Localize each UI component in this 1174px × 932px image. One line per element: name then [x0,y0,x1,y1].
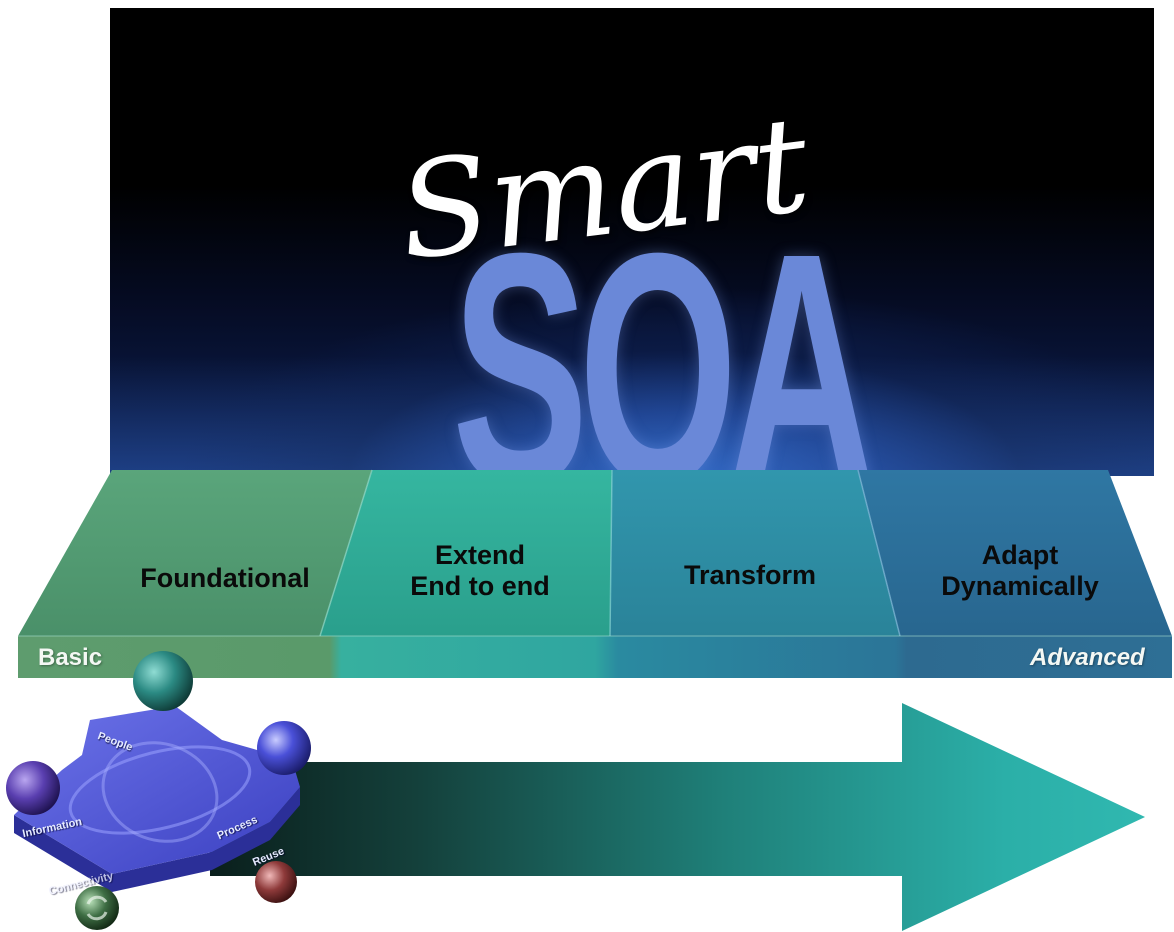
stage-foundational-face [18,470,372,636]
information-sphere-icon [6,761,60,815]
process-sphere-icon [257,721,311,775]
stage-divider [857,469,901,637]
soa-logo-text: SOA [452,184,876,477]
stage-label-line: Foundational [140,563,310,593]
stage-divider [609,469,613,637]
hub-orbit-ring [68,745,252,835]
stage-label-line: End to end [410,571,550,601]
stage-extend-face [320,470,612,636]
connectivity-sphere-icon [75,886,119,930]
stage-label-line: Transform [683,560,817,590]
soa-hub-side [14,787,300,892]
stage-label-extend: Extend End to end [360,540,600,602]
hero-glow [110,356,1154,476]
stage-divider [319,469,373,637]
stage-adapt-face [858,470,1172,636]
people-sphere-icon [133,651,193,711]
stage-label-adapt: Adapt Dynamically [900,540,1140,602]
progress-arrow [210,703,1145,931]
scale-start-label: Basic [38,644,103,671]
stage-label-line: Dynamically [941,571,1099,601]
stage-label-line: Extend [434,540,526,570]
hub-orbit-ring [101,741,219,843]
reuse-sphere-icon [255,861,297,903]
smart-soa-hero-panel: SOA Smart [110,8,1154,476]
stage-label-foundational: Foundational [110,563,340,594]
recycle-arrows-icon [86,895,108,921]
stage-label-line: Adapt [981,540,1059,570]
scale-end-label: Advanced [1030,644,1145,671]
maturity-scale-band [18,636,1172,678]
soa-hub-platform [14,706,300,874]
stage-label-transform: Transform [630,560,870,591]
stage-transform-face [610,470,900,636]
